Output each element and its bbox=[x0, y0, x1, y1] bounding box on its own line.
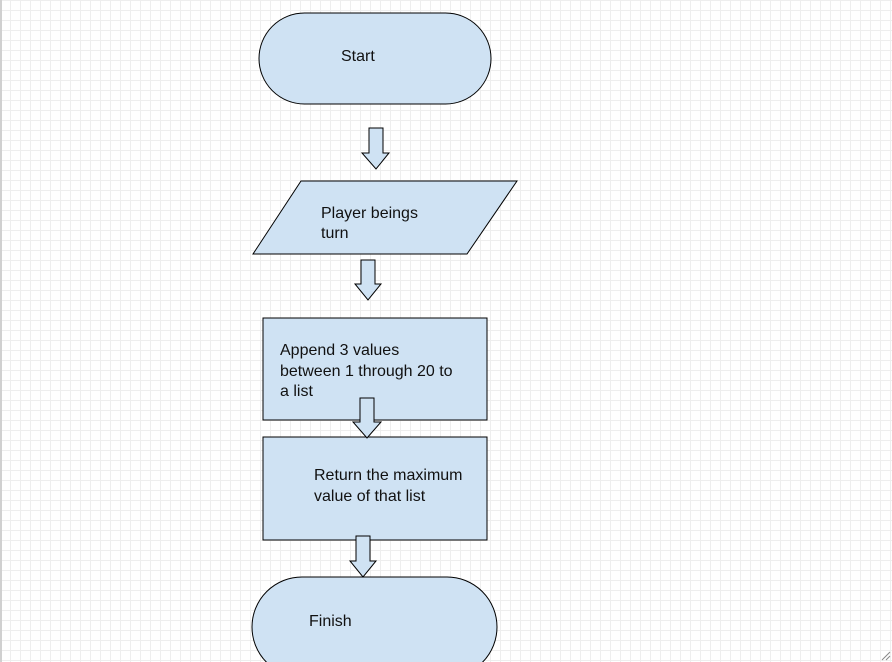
return-label-line-2: value of that list bbox=[314, 488, 426, 505]
append-process[interactable] bbox=[262, 317, 488, 421]
arrow-input-to-append bbox=[353, 259, 383, 301]
return-label-line-1: Return the maximum bbox=[314, 467, 463, 484]
input-label-line-1: Player beings bbox=[321, 205, 418, 222]
return-process[interactable] bbox=[262, 436, 488, 541]
canvas-left-border bbox=[0, 0, 2, 662]
start-label: Start bbox=[341, 48, 375, 65]
arrow-append-to-return bbox=[351, 397, 383, 439]
append-label-line-2: between 1 through 20 to bbox=[280, 363, 453, 380]
append-label-line-3: a list bbox=[280, 383, 313, 400]
arrow-start-to-input bbox=[360, 127, 391, 170]
arrow-return-to-finish bbox=[348, 535, 378, 578]
input-parallelogram[interactable] bbox=[252, 180, 518, 255]
append-label-line-1: Append 3 values bbox=[280, 342, 400, 359]
resize-grip-icon[interactable] bbox=[881, 651, 891, 661]
start-terminator[interactable] bbox=[258, 12, 492, 105]
finish-terminator[interactable] bbox=[251, 576, 498, 662]
input-label-line-2: turn bbox=[321, 225, 349, 242]
finish-label: Finish bbox=[309, 613, 352, 630]
